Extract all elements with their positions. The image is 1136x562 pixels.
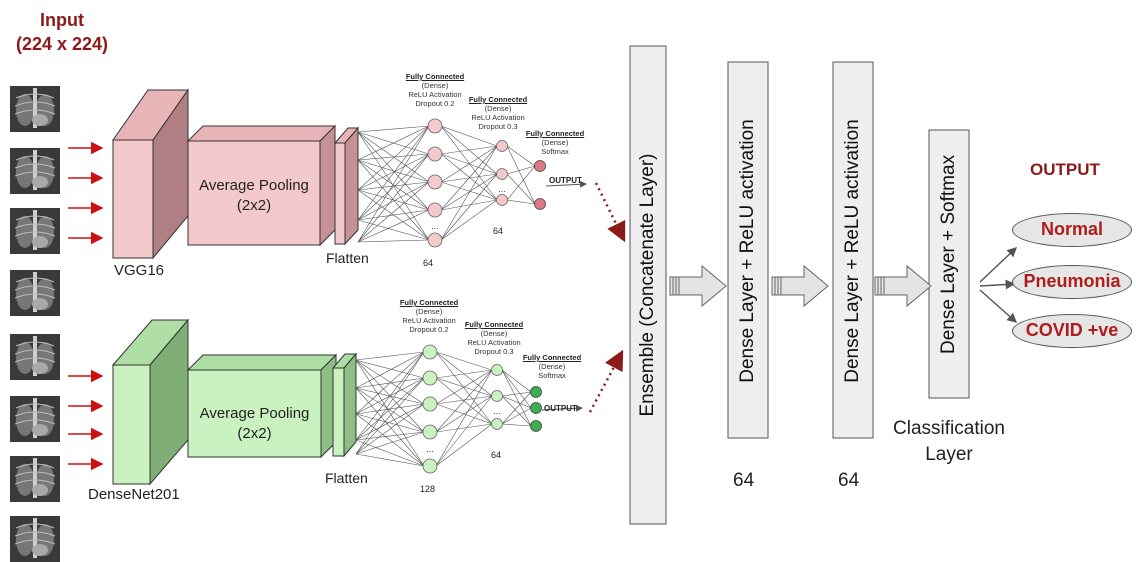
neuron — [422, 424, 438, 440]
neuron — [491, 364, 503, 376]
vgg-model-name: VGG16 — [114, 262, 165, 279]
net-connections — [357, 125, 536, 243]
densenet-output-label: OUTPUT — [544, 404, 577, 413]
dense1-box — [727, 61, 769, 439]
xray-thumbnail — [10, 334, 60, 380]
densenet-fc3-caption: Fully Connected (Dense) Softmax — [522, 353, 582, 380]
vgg-fc2-caption: Fully Connected (Dense) ReLU Activation … — [468, 95, 528, 131]
block-arrow — [669, 264, 727, 308]
dense2-box — [832, 61, 874, 439]
output-arrow — [545, 180, 587, 188]
input-arrows-vgg — [68, 141, 104, 245]
densenet-fc2-units: 64 — [491, 450, 502, 460]
xray-thumbnail — [10, 208, 60, 254]
neuron — [427, 174, 443, 190]
neuron — [422, 344, 438, 360]
densenet-pooling-label: Average Pooling (2x2) — [199, 405, 310, 442]
neuron — [491, 390, 503, 402]
output-neuron — [530, 386, 542, 398]
densenet-to-ensemble-arrow — [588, 349, 624, 413]
vgg-flatten-block — [333, 126, 360, 246]
classifier-box — [928, 129, 970, 399]
output-arrows — [979, 247, 1018, 323]
output-class-normal: Normal — [1012, 213, 1132, 247]
neuron — [496, 168, 508, 180]
densenet-conv-block — [111, 318, 190, 486]
input-title: Input (224 x 224) — [15, 10, 109, 54]
densenet-fc2-caption: Fully Connected (Dense) ReLU Activation … — [464, 320, 524, 356]
vgg-fc2-units: 64 — [493, 226, 504, 236]
ellipsis: ... — [426, 444, 434, 454]
xray-thumbnail — [10, 270, 60, 316]
densenet-fc1-units: 128 — [420, 484, 436, 494]
output-arrow — [541, 404, 583, 412]
neuron — [427, 118, 443, 134]
xray-thumbnail — [10, 86, 60, 132]
output-neuron — [534, 198, 546, 210]
output-class-covid: COVID +ve — [1012, 314, 1132, 348]
vgg-output-label: OUTPUT — [549, 176, 582, 185]
dense2-units: 64 — [838, 470, 860, 491]
densenet-dense-network: ...... — [355, 344, 583, 474]
dense1-units: 64 — [733, 470, 755, 491]
neuron — [496, 194, 508, 206]
densenet-pooling-block — [186, 353, 338, 459]
output-neuron — [530, 420, 542, 432]
classifier-label: Dense Layer + Softmax — [938, 154, 959, 354]
vgg-to-ensemble-arrow — [594, 182, 626, 243]
ellipsis: ... — [493, 406, 501, 416]
neuron — [427, 146, 443, 162]
neuron — [427, 232, 443, 248]
output-neuron — [530, 402, 542, 414]
ellipsis: ... — [498, 184, 506, 194]
block-arrow — [874, 264, 932, 308]
dense1-label: Dense Layer + ReLU activation — [737, 119, 758, 383]
neuron — [422, 458, 438, 474]
classifier-caption: Classification Layer — [893, 418, 1005, 465]
vgg-dense-network: ...... — [357, 118, 587, 248]
output-title: OUTPUT — [1030, 160, 1100, 179]
ensemble-box — [629, 45, 667, 525]
neuron — [491, 418, 503, 430]
neuron — [422, 396, 438, 412]
output-neuron — [534, 160, 546, 172]
net-connections — [355, 351, 532, 467]
densenet-fc1-caption: Fully Connected (Dense) ReLU Activation … — [399, 298, 459, 334]
block-arrow — [771, 264, 829, 308]
vgg-fc1-caption: Fully Connected (Dense) ReLU Activation … — [405, 72, 465, 108]
neuron — [496, 140, 508, 152]
neuron — [427, 202, 443, 218]
densenet-flatten-label: Flatten — [325, 470, 368, 486]
vgg-fc1-units: 64 — [423, 258, 434, 268]
block-arrows — [669, 264, 932, 308]
vgg-pooling-block — [186, 124, 337, 247]
vgg-fc3-caption: Fully Connected (Dense) Softmax — [525, 129, 585, 156]
ensemble-label: Ensemble (Concatenate Layer) — [637, 153, 658, 417]
vgg-conv-block — [112, 88, 189, 260]
input-arrows-densenet — [68, 369, 104, 471]
xray-thumbnail — [10, 456, 60, 502]
ellipsis: ... — [431, 221, 439, 231]
output-class-pneumonia: Pneumonia — [1012, 265, 1132, 299]
vgg-flatten-label: Flatten — [326, 250, 369, 266]
xray-thumbnail — [10, 516, 60, 562]
xray-thumbnail — [10, 148, 60, 194]
vgg-pooling-label: Average Pooling (2x2) — [199, 177, 309, 214]
neuron — [422, 370, 438, 386]
densenet-model-name: DenseNet201 — [88, 486, 180, 503]
dense2-label: Dense Layer + ReLU activation — [842, 119, 863, 383]
xray-thumbnail — [10, 396, 60, 442]
densenet-flatten-block — [331, 352, 358, 458]
